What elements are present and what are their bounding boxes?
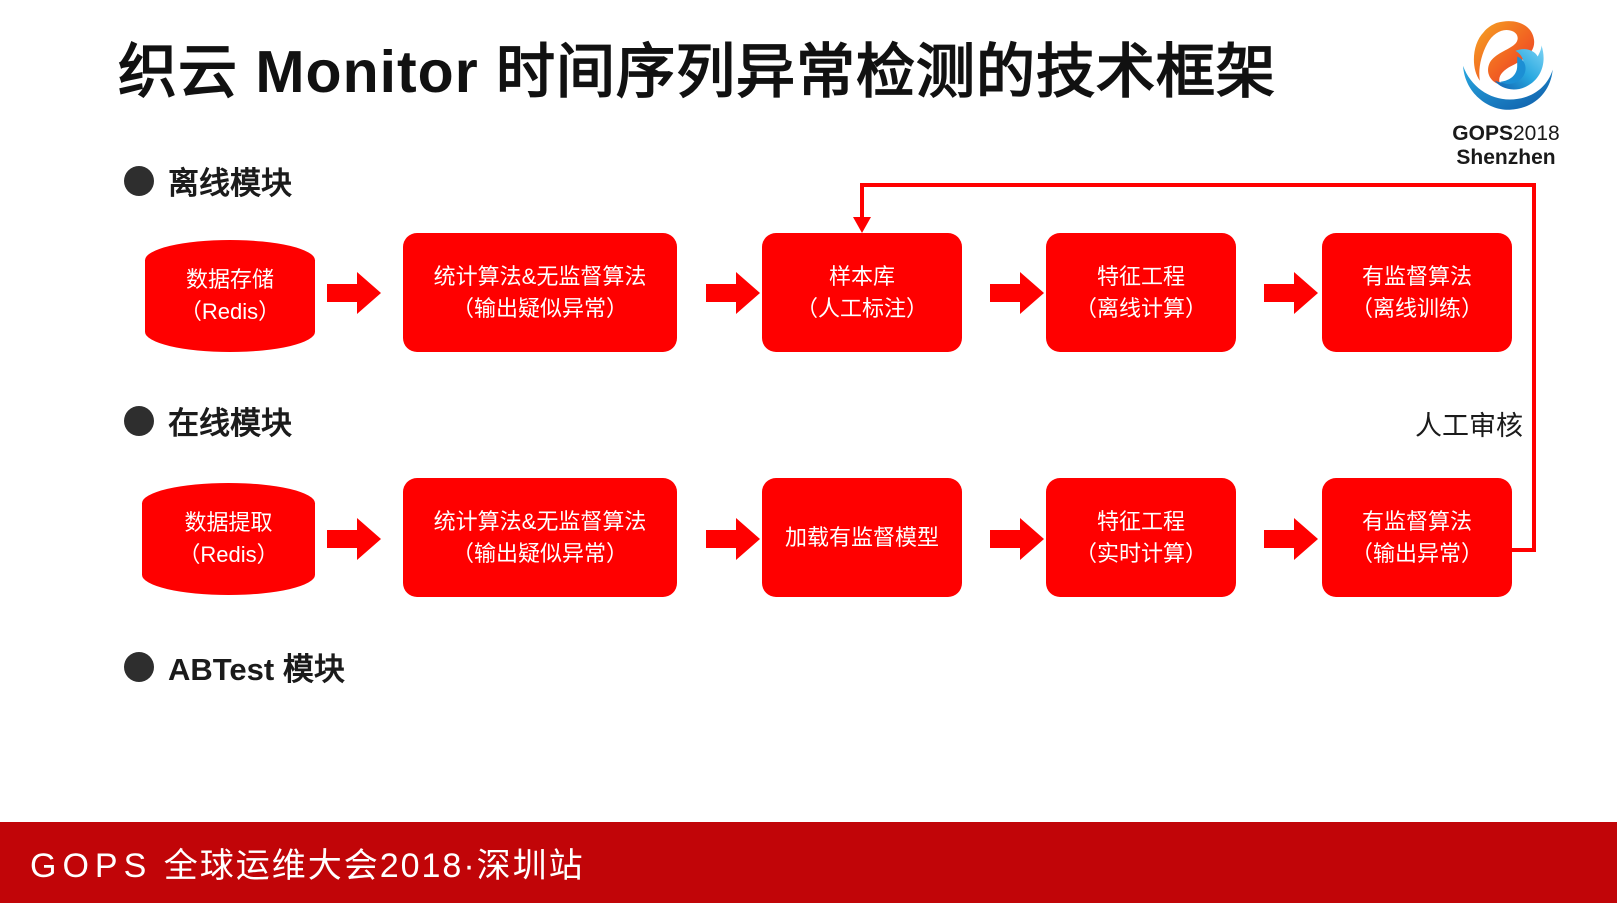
- footer-brand: GOPS: [30, 847, 153, 885]
- node-online-stat-unsupervised[interactable]: 统计算法&无监督算法 （输出疑似异常）: [403, 478, 677, 597]
- node-line-2: （输出疑似异常）: [451, 295, 628, 321]
- node-line-2: （离线训练）: [1350, 295, 1483, 321]
- feedback-arrowhead-icon: [853, 217, 871, 233]
- node-offline-supervised-training[interactable]: 有监督算法 （离线训练）: [1322, 233, 1512, 352]
- node-line-1: 数据提取: [184, 510, 273, 536]
- logo-gops-text: GOPS: [1452, 122, 1513, 145]
- arrow-offline-3: [990, 271, 1044, 315]
- node-line-1: 有监督算法: [1361, 263, 1472, 289]
- bullet-dot-icon: [124, 405, 154, 436]
- feedback-segment-vertical-left: [860, 183, 864, 219]
- node-line-1: 特征工程: [1096, 263, 1185, 289]
- node-offline-feature-engineering[interactable]: 特征工程 （离线计算）: [1046, 233, 1236, 352]
- footer-text: GOPS 全球运维大会2018·深圳站: [30, 838, 585, 887]
- node-line-1: 有监督算法: [1361, 508, 1472, 534]
- arrow-offline-4: [1264, 271, 1318, 315]
- arrow-offline-2: [706, 271, 760, 315]
- arrow-online-4: [1264, 517, 1318, 561]
- node-online-supervised-output[interactable]: 有监督算法 （输出异常）: [1322, 478, 1512, 597]
- arrow-online-1: [327, 517, 381, 561]
- node-online-load-supervised-model[interactable]: 加载有监督模型: [762, 478, 962, 597]
- node-offline-sample-library[interactable]: 样本库 （人工标注）: [762, 233, 962, 352]
- node-line-1: 特征工程: [1096, 508, 1185, 534]
- bullet-dot-icon: [124, 165, 154, 196]
- arrow-online-3: [990, 517, 1044, 561]
- section-label-online: 在线模块: [168, 406, 292, 441]
- node-line-2: （离线计算）: [1074, 295, 1207, 321]
- node-line-2: （Redis）: [178, 542, 279, 567]
- node-line-2: （Redis）: [179, 299, 281, 324]
- node-line-2: （实时计算）: [1074, 540, 1207, 566]
- arrow-offline-1: [327, 271, 381, 315]
- feedback-segment-from-node: [1512, 548, 1536, 552]
- node-offline-data-storage[interactable]: 数据存储 （Redis）: [145, 240, 315, 352]
- logo-year-text: 2018: [1512, 122, 1560, 145]
- arrow-online-2: [706, 517, 760, 561]
- feedback-segment-horizontal-top: [860, 183, 1536, 187]
- gops-logo: GOPS2018 Shenzhen: [1406, 8, 1606, 180]
- section-label-abtest: ABTest 模块: [168, 652, 345, 687]
- node-online-feature-engineering[interactable]: 特征工程 （实时计算）: [1046, 478, 1236, 597]
- node-offline-stat-unsupervised[interactable]: 统计算法&无监督算法 （输出疑似异常）: [403, 233, 677, 352]
- section-heading-online: 在线模块: [124, 398, 292, 443]
- logo-line-2: Shenzhen: [1456, 146, 1556, 170]
- node-line-2: （人工标注）: [795, 295, 928, 321]
- logo-line-1: GOPS2018: [1406, 122, 1606, 146]
- section-label-offline: 离线模块: [168, 166, 292, 201]
- page-title: 织云 Monitor 时间序列异常检测的技术框架: [118, 39, 1277, 105]
- node-online-data-extract[interactable]: 数据提取 （Redis）: [142, 483, 315, 595]
- node-line-1: 统计算法&无监督算法: [433, 263, 647, 289]
- node-line-1: 样本库: [828, 263, 895, 289]
- node-line-1: 数据存储: [185, 267, 274, 293]
- footer-subtitle: 全球运维大会2018·深圳站: [152, 847, 585, 885]
- node-line-1: 统计算法&无监督算法: [433, 508, 647, 534]
- feedback-label: 人工审核: [1415, 411, 1523, 441]
- section-heading-abtest: ABTest 模块: [124, 644, 345, 689]
- feedback-segment-vertical-right: [1532, 183, 1536, 552]
- bullet-dot-icon: [124, 651, 154, 682]
- footer-bar: [0, 822, 1617, 903]
- node-line-1: 加载有监督模型: [784, 524, 939, 550]
- node-line-2: （输出疑似异常）: [451, 540, 628, 566]
- section-heading-offline: 离线模块: [124, 158, 292, 203]
- gops-swirl-logo-icon: [1463, 21, 1553, 110]
- node-line-2: （输出异常）: [1350, 540, 1483, 566]
